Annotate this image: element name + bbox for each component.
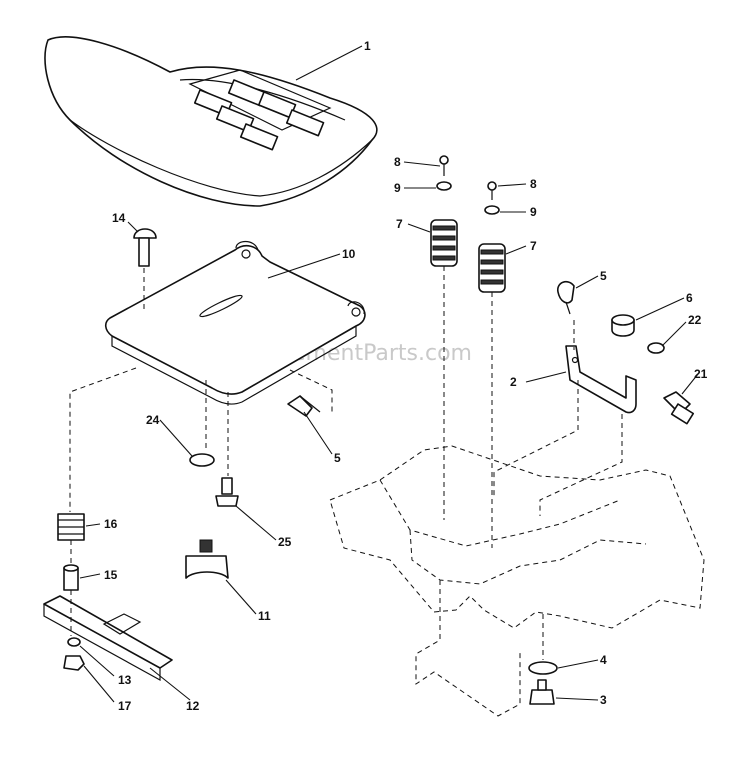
callout-nut: 13 — [118, 673, 132, 687]
seat-pads — [193, 79, 325, 151]
callouts: 1 2 3 4 5 5 6 7 7 8 8 9 9 10 11 12 13 14… — [104, 39, 708, 713]
flat-washer — [189, 453, 215, 467]
bolt — [529, 679, 555, 705]
carriage-bolt — [133, 228, 157, 267]
callout-washer-left: 9 — [394, 181, 401, 195]
shoulder-bolt — [663, 391, 695, 425]
callout-seat: 1 — [364, 39, 371, 53]
callout-spring-right: 7 — [530, 239, 537, 253]
callout-spring-left: 7 — [396, 217, 403, 231]
callout-bracket: 2 — [510, 375, 517, 389]
callout-locknut: 17 — [118, 699, 132, 713]
callout-washer: 4 — [600, 653, 607, 667]
callout-spring-coil: 16 — [104, 517, 118, 531]
spacer — [63, 564, 79, 591]
tractor-frame — [329, 445, 705, 717]
callout-knob-lower: 5 — [334, 451, 341, 465]
pin-left — [439, 155, 449, 176]
washer-left — [436, 181, 452, 191]
callout-pin-right: 8 — [530, 177, 537, 191]
assembly-lines — [69, 266, 623, 660]
spring-right — [478, 243, 506, 293]
washer-22 — [647, 342, 665, 354]
spring-coil — [57, 513, 85, 541]
callout-flat-washer: 24 — [146, 413, 160, 427]
callout-carriage-bolt: 14 — [112, 211, 126, 225]
nut — [67, 637, 81, 647]
seat-pan — [104, 240, 366, 405]
stud-bolt — [215, 477, 239, 507]
slide-plate — [43, 595, 173, 682]
knob-adjust — [185, 539, 229, 579]
callout-washer-22: 22 — [688, 313, 702, 327]
knob-lower — [287, 395, 321, 417]
callout-knob-upper: 5 — [600, 269, 607, 283]
callout-washer-right: 9 — [530, 205, 537, 219]
knob-upper — [557, 280, 575, 315]
callout-slide-plate: 12 — [186, 699, 200, 713]
callout-spacer: 15 — [104, 568, 118, 582]
pin-right — [487, 181, 497, 200]
callout-seat-pan: 10 — [342, 247, 356, 261]
seat — [44, 36, 378, 207]
washer-right — [484, 205, 500, 215]
callout-pin-left: 8 — [394, 155, 401, 169]
washer — [528, 661, 558, 675]
callout-stud-bolt: 25 — [278, 535, 292, 549]
callout-shoulder-bolt: 21 — [694, 367, 708, 381]
callout-bolt: 3 — [600, 693, 607, 707]
callout-bushing: 6 — [686, 291, 693, 305]
leader-lines — [79, 45, 699, 703]
spring-left — [430, 219, 458, 267]
locknut — [63, 655, 85, 671]
bushing — [611, 314, 635, 337]
callout-knob-adjust: 11 — [258, 609, 271, 623]
bracket — [565, 345, 637, 414]
